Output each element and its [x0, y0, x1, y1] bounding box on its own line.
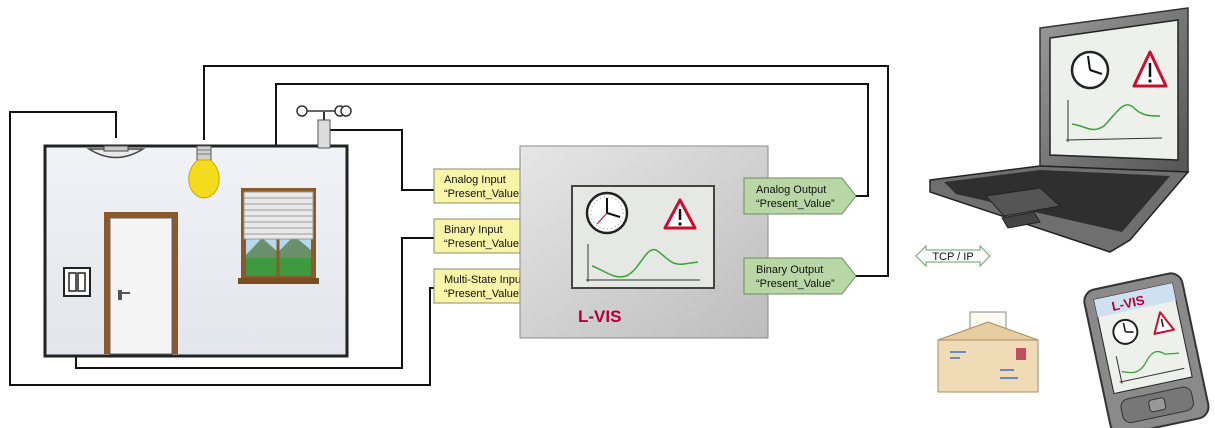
trend-chart-icon [586, 244, 700, 282]
room [43, 105, 352, 358]
binary-output-value: “Present_Value” [756, 278, 835, 290]
tcp-ip-label: TCP / IP [932, 251, 973, 263]
analog-input-label: Analog Input [444, 174, 506, 186]
tcp-ip-link: TCP / IP [915, 244, 991, 268]
warning-icon [663, 198, 697, 230]
binary-input-tag: Binary Input “Present_Value” [433, 218, 547, 254]
window-blinds-icon [238, 188, 319, 284]
analog-output-tag: Analog Output “Present_Value” [743, 177, 857, 215]
binary-input-value: “Present_Value” [444, 238, 523, 250]
output-tags: Analog Output “Present_Value” Binary Out… [743, 177, 857, 295]
light-bulb-icon [188, 145, 220, 199]
wire-wind-sensor [330, 129, 434, 191]
multistate-input-label: Multi-State Input [444, 274, 524, 286]
light-switch-icon [63, 267, 91, 297]
input-tags: Analog Input “Present_Value” Binary Inpu… [433, 168, 547, 304]
wire-bulb [203, 65, 889, 277]
binary-input-label: Binary Input [444, 224, 503, 236]
analog-output-label: Analog Output [756, 184, 826, 196]
analog-input-value: “Present_Value” [444, 188, 523, 200]
lvis-controller: L-VIS [519, 145, 769, 339]
door-icon [104, 212, 178, 355]
laptop-icon [929, 7, 1190, 253]
clock-icon [585, 191, 629, 235]
analog-input-tag: Analog Input “Present_Value” [433, 168, 547, 204]
wire-blinds [275, 83, 869, 197]
analog-output-value: “Present_Value” [756, 198, 835, 210]
controller-name: L-VIS [578, 307, 621, 326]
ceiling-lamp-icon [86, 145, 146, 159]
wire-ceiling-light [9, 111, 436, 386]
handheld-name: L-VIS [1110, 292, 1146, 314]
multistate-input-tag: Multi-State Input “Present_Value” [433, 268, 547, 304]
binary-output-tag: Binary Output “Present_Value” [743, 257, 857, 295]
handheld-device-icon: L-VIS [1083, 272, 1210, 428]
multistate-input-value: “Present_Value” [444, 288, 523, 300]
mail-envelope-icon [937, 311, 1039, 393]
binary-output-label: Binary Output [756, 264, 823, 276]
wind-sensor-icon [296, 105, 352, 149]
